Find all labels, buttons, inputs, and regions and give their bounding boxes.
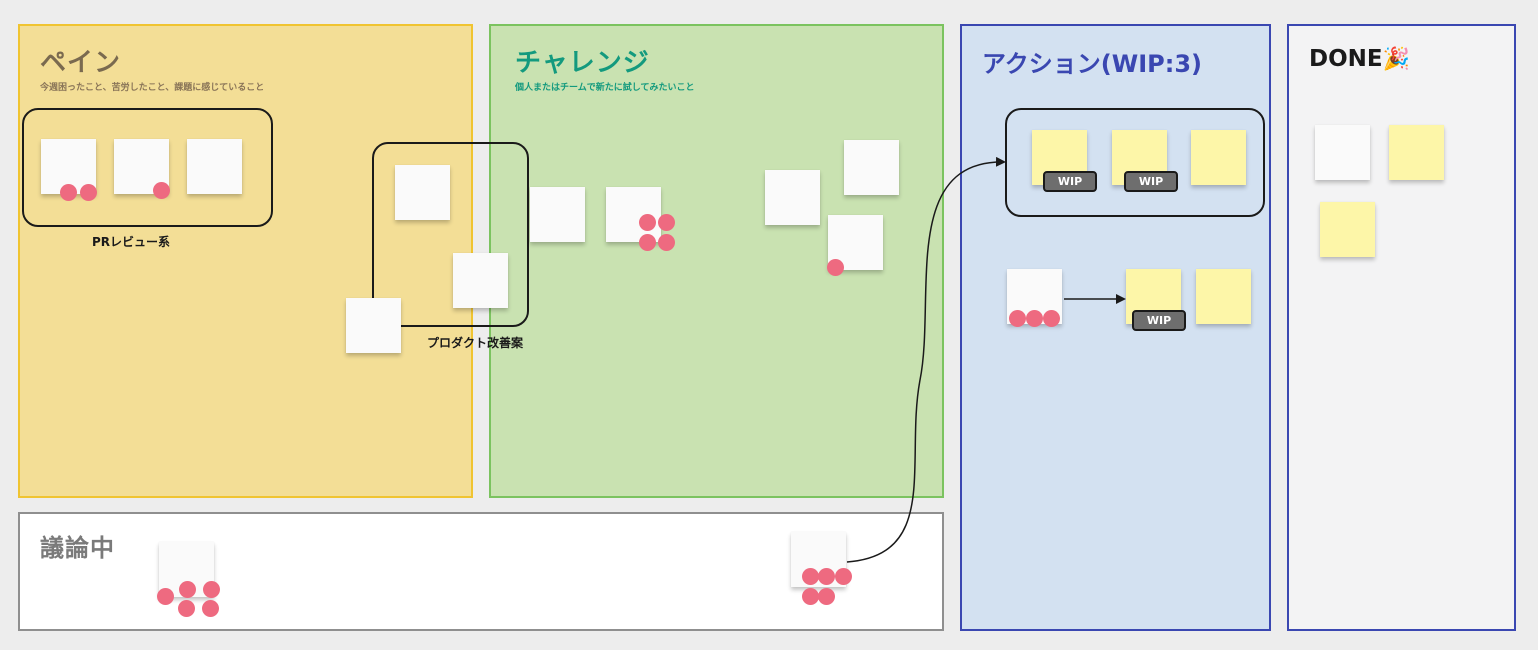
vote-dot[interactable] xyxy=(835,568,852,585)
vote-dot[interactable] xyxy=(818,588,835,605)
vote-dot[interactable] xyxy=(202,600,219,617)
sticky-note[interactable] xyxy=(187,139,242,194)
vote-dot[interactable] xyxy=(80,184,97,201)
sticky-note[interactable] xyxy=(453,253,508,308)
vote-dot[interactable] xyxy=(153,182,170,199)
vote-dot[interactable] xyxy=(639,234,656,251)
vote-dot[interactable] xyxy=(658,234,675,251)
group-wip-actions[interactable] xyxy=(1005,108,1265,217)
vote-dot[interactable] xyxy=(60,184,77,201)
vote-dot[interactable] xyxy=(658,214,675,231)
vote-dot[interactable] xyxy=(203,581,220,598)
vote-dot[interactable] xyxy=(1043,310,1060,327)
sticky-note[interactable] xyxy=(530,187,585,242)
sticky-note[interactable] xyxy=(1196,269,1251,324)
frame-done-title: DONE xyxy=(1309,46,1383,72)
sticky-note[interactable] xyxy=(1191,130,1246,185)
sticky-note[interactable] xyxy=(765,170,820,225)
vote-dot[interactable] xyxy=(639,214,656,231)
frame-pain[interactable]: ペイン 今週困ったこと、苦労したこと、課題に感じていること xyxy=(18,24,473,498)
wip-tag: WIP xyxy=(1043,171,1097,192)
vote-dot[interactable] xyxy=(178,600,195,617)
vote-dot[interactable] xyxy=(802,568,819,585)
wip-tag: WIP xyxy=(1124,171,1178,192)
vote-dot[interactable] xyxy=(827,259,844,276)
vote-dot[interactable] xyxy=(157,588,174,605)
sticky-note[interactable] xyxy=(346,298,401,353)
wip-tag: WIP xyxy=(1132,310,1186,331)
sticky-note[interactable] xyxy=(395,165,450,220)
group-pr-review[interactable] xyxy=(22,108,273,227)
group-product-improvement-label: プロダクト改善案 xyxy=(427,336,524,350)
frame-challenge-title: チャレンジ xyxy=(515,48,650,78)
vote-dot[interactable] xyxy=(1009,310,1026,327)
sticky-note[interactable] xyxy=(1320,202,1375,257)
vote-dot[interactable] xyxy=(818,568,835,585)
sticky-note[interactable] xyxy=(844,140,899,195)
group-pr-review-label: PRレビュー系 xyxy=(92,235,171,249)
frame-pain-subtitle: 今週困ったこと、苦労したこと、課題に感じていること xyxy=(40,83,265,93)
vote-dot[interactable] xyxy=(1026,310,1043,327)
frame-challenge-subtitle: 個人またはチームで新たに試してみたいこと xyxy=(515,83,695,93)
frame-done[interactable]: DONE🎉 xyxy=(1287,24,1516,631)
frame-pain-title: ペイン xyxy=(40,48,122,78)
frame-discussion-title: 議論中 xyxy=(40,534,115,562)
frame-action-title: アクション(WIP:3) xyxy=(982,50,1203,78)
vote-dot[interactable] xyxy=(179,581,196,598)
frame-done-title-row: DONE🎉 xyxy=(1309,46,1410,72)
party-popper-icon: 🎉 xyxy=(1382,47,1411,72)
vote-dot[interactable] xyxy=(802,588,819,605)
sticky-note[interactable] xyxy=(1389,125,1444,180)
frame-action[interactable]: アクション(WIP:3) xyxy=(960,24,1271,631)
sticky-note[interactable] xyxy=(606,187,661,242)
sticky-note[interactable] xyxy=(1315,125,1370,180)
group-product-improvement[interactable] xyxy=(372,142,529,327)
